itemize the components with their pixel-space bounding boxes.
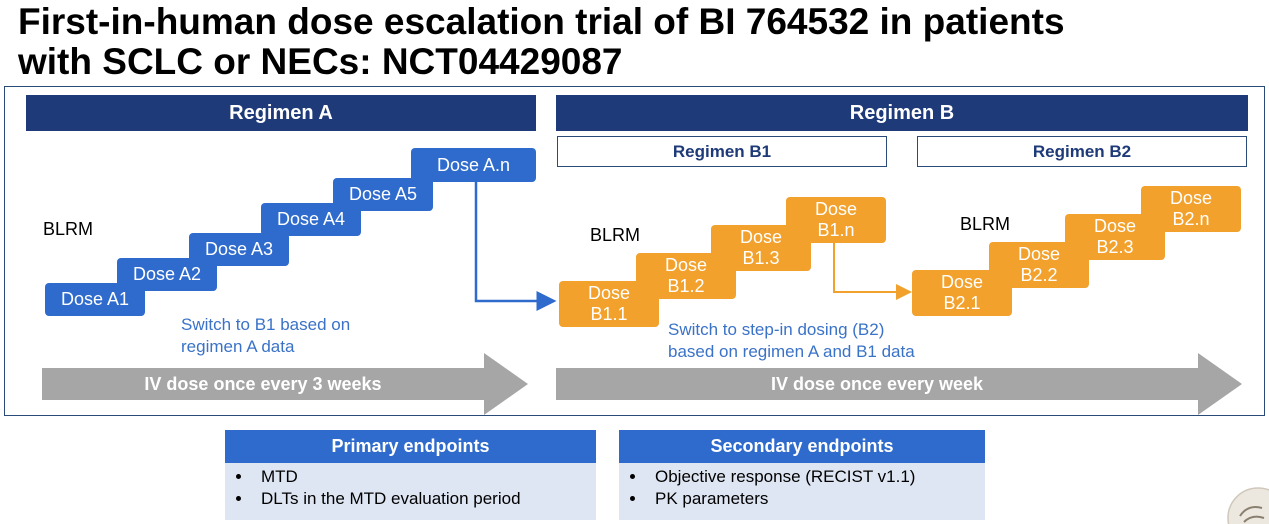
- regimen-a-blrm-label: BLRM: [43, 219, 94, 239]
- schedule-arrow-a-shape: [42, 353, 528, 415]
- schedule-arrow-a-label: IV dose once every 3 weeks: [144, 373, 382, 394]
- regimen-b-switch-note-line-1: Switch to step-in dosing (B2): [668, 320, 885, 339]
- primary-endpoints-list: MTD DLTs in the MTD evaluation period: [225, 463, 596, 520]
- dose-b2-n-line-1: Dose: [1169, 188, 1213, 208]
- dose-a5-box: Dose A5: [333, 178, 433, 211]
- dose-b1-1-line-1: Dose: [587, 283, 631, 303]
- dose-b1-1-line-2: B1.1: [590, 304, 628, 324]
- dose-a4-box: Dose A4: [261, 203, 361, 236]
- primary-endpoint-item: MTD: [253, 466, 596, 488]
- dose-b1-3-line-1: Dose: [739, 227, 783, 247]
- dose-b1-n-line-1: Dose: [814, 199, 858, 219]
- diagram-frame: [4, 86, 1265, 416]
- dose-b1-3-line-2: B1.3: [742, 248, 780, 268]
- regimen-a-switch-note: Switch to B1 based on regimen A data: [181, 314, 350, 358]
- dose-b2-2-line-1: Dose: [1017, 244, 1061, 264]
- secondary-endpoint-item: Objective response (RECIST v1.1): [647, 466, 985, 488]
- b1-to-b2-arrow: [833, 242, 912, 300]
- slide-title-line-2: with SCLC or NECs: NCT04429087: [18, 41, 623, 82]
- regimen-b-switch-note-line-2: based on regimen A and B1 data: [668, 342, 915, 361]
- regimen-b2-header: Regimen B2: [917, 136, 1247, 167]
- slide-title-line-1: First-in-human dose escalation trial of …: [18, 1, 1065, 42]
- primary-endpoints-header: Primary endpoints: [225, 430, 596, 463]
- regimen-b2-blrm-label: BLRM: [960, 214, 1011, 234]
- regimen-a-switch-note-line-2: regimen A data: [181, 337, 295, 356]
- dose-a-n-box: Dose A.n: [411, 148, 536, 182]
- secondary-endpoints-list: Objective response (RECIST v1.1) PK para…: [619, 463, 985, 520]
- regimen-b-header: Regimen B: [556, 95, 1248, 131]
- a-to-b1-arrow: [474, 182, 557, 311]
- secondary-endpoints-header: Secondary endpoints: [619, 430, 985, 463]
- regimen-b1-blrm-label: BLRM: [590, 225, 641, 245]
- dose-b2-3-line-1: Dose: [1093, 216, 1137, 236]
- dose-b2-1-line-1: Dose: [940, 272, 984, 292]
- regimen-b-switch-note: Switch to step-in dosing (B2) based on r…: [668, 319, 915, 363]
- regimen-a-header: Regimen A: [26, 95, 536, 131]
- dose-b1-n-line-2: B1.n: [817, 220, 855, 240]
- dose-b1-2-line-1: Dose: [664, 255, 708, 275]
- primary-endpoint-item: DLTs in the MTD evaluation period: [253, 488, 596, 510]
- dose-b2-2-line-2: B2.2: [1020, 265, 1058, 285]
- slide-title: First-in-human dose escalation trial of …: [18, 2, 1258, 82]
- secondary-endpoint-item: PK parameters: [647, 488, 985, 510]
- dose-b2-n-line-2: B2.n: [1172, 209, 1210, 229]
- regimen-b1-header: Regimen B1: [557, 136, 887, 167]
- corner-logo-icon: [1227, 487, 1269, 524]
- schedule-arrow-b-shape: [556, 353, 1242, 415]
- dose-b2-1-line-2: B2.1: [943, 293, 981, 313]
- schedule-arrow-b-label: IV dose once every week: [770, 373, 984, 394]
- regimen-a-switch-note-line-1: Switch to B1 based on: [181, 315, 351, 334]
- dose-b1-2-line-2: B1.2: [667, 276, 705, 296]
- dose-b2-3-line-2: B2.3: [1096, 237, 1134, 257]
- dose-a3-box: Dose A3: [189, 233, 289, 266]
